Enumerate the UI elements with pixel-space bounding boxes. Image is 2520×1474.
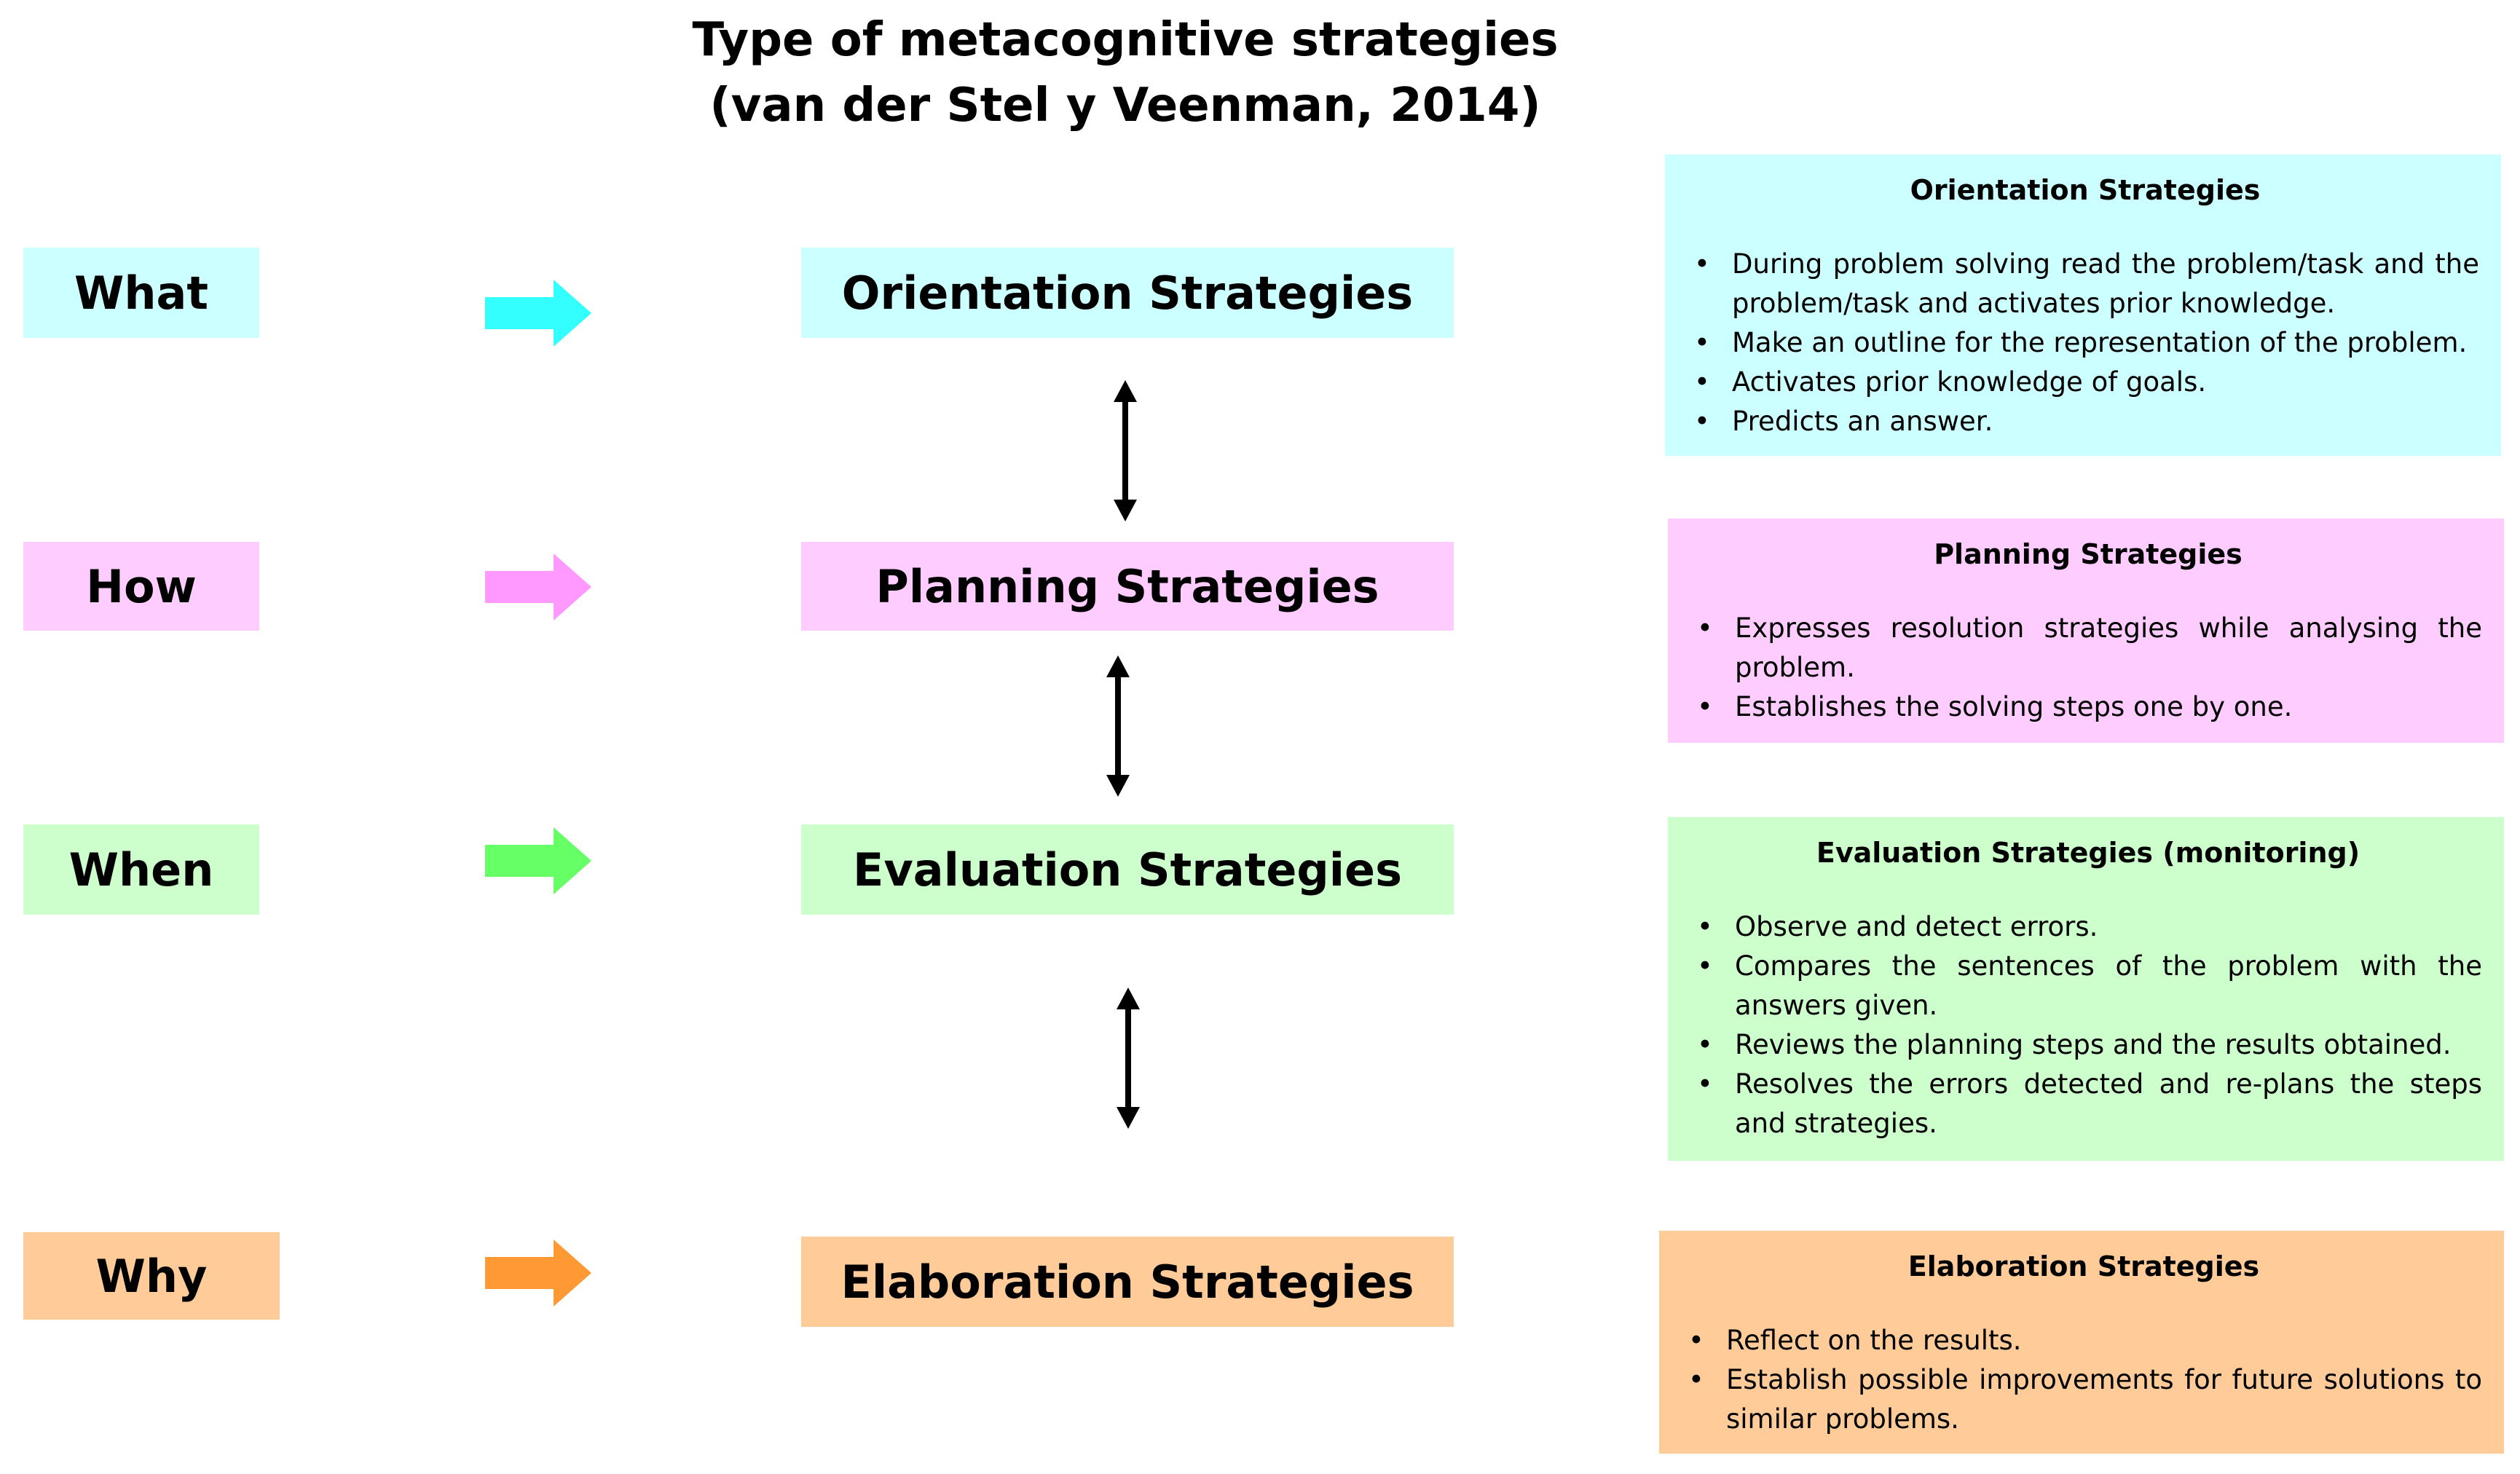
right-arrow-icon (485, 1240, 591, 1306)
question-when: When (23, 824, 259, 915)
list-item: Reflect on the results. (1685, 1321, 2482, 1360)
question-why: Why (23, 1232, 280, 1320)
question-what: What (23, 248, 259, 338)
list-item: Observe and detect errors. (1694, 907, 2482, 947)
detail-heading: Elaboration Strategies (1907, 1250, 2260, 1282)
detail-planning: Planning Strategies Expresses resolution… (1668, 519, 2504, 743)
diagram-title: Type of metacognitive strategies (van de… (612, 7, 1639, 138)
bullet-list: Reflect on the results. Establish possib… (1685, 1321, 2482, 1439)
strategy-orientation: Orientation Strategies (801, 248, 1454, 338)
right-arrow-icon (485, 553, 591, 620)
double-arrow-icon (1106, 655, 1130, 797)
bullet-list: During problem solving read the problem/… (1691, 245, 2479, 441)
detail-heading: Orientation Strategies (1910, 174, 2261, 206)
strategy-planning: Planning Strategies (801, 542, 1454, 631)
right-arrow-icon (485, 280, 591, 347)
detail-heading: Planning Strategies (1934, 538, 2243, 570)
double-arrow-icon (1114, 380, 1137, 521)
list-item: Make an outline for the representation o… (1691, 323, 2479, 363)
list-item: Establish possible improvements for futu… (1685, 1360, 2482, 1439)
list-item: Reviews the planning steps and the resul… (1694, 1025, 2482, 1065)
right-arrow-icon (485, 827, 591, 894)
list-item: Predicts an answer. (1691, 402, 2479, 441)
list-item: Establishes the solving steps one by one… (1694, 687, 2482, 727)
list-item: Compares the sentences of the problem wi… (1694, 947, 2482, 1025)
question-how: How (23, 542, 259, 631)
strategy-elaboration: Elaboration Strategies (801, 1237, 1454, 1327)
bullet-list: Observe and detect errors. Compares the … (1694, 907, 2482, 1143)
double-arrow-icon (1117, 988, 1140, 1129)
list-item: Resolves the errors detected and re-plan… (1694, 1065, 2482, 1143)
list-item: Activates prior knowledge of goals. (1691, 363, 2479, 402)
bullet-list: Expresses resolution strategies while an… (1694, 609, 2482, 727)
detail-heading: Evaluation Strategies (monitoring) (1816, 837, 2360, 869)
detail-evaluation: Evaluation Strategies (monitoring) Obser… (1668, 817, 2504, 1161)
title-line-1: Type of metacognitive strategies (692, 13, 1559, 67)
list-item: Expresses resolution strategies while an… (1694, 609, 2482, 687)
detail-orientation: Orientation Strategies During problem so… (1665, 154, 2501, 456)
strategy-evaluation: Evaluation Strategies (801, 824, 1454, 915)
title-line-2: (van der Stel y Veenman, 2014) (709, 79, 1541, 133)
list-item: During problem solving read the problem/… (1691, 245, 2479, 323)
detail-elaboration: Elaboration Strategies Reflect on the re… (1659, 1231, 2504, 1454)
